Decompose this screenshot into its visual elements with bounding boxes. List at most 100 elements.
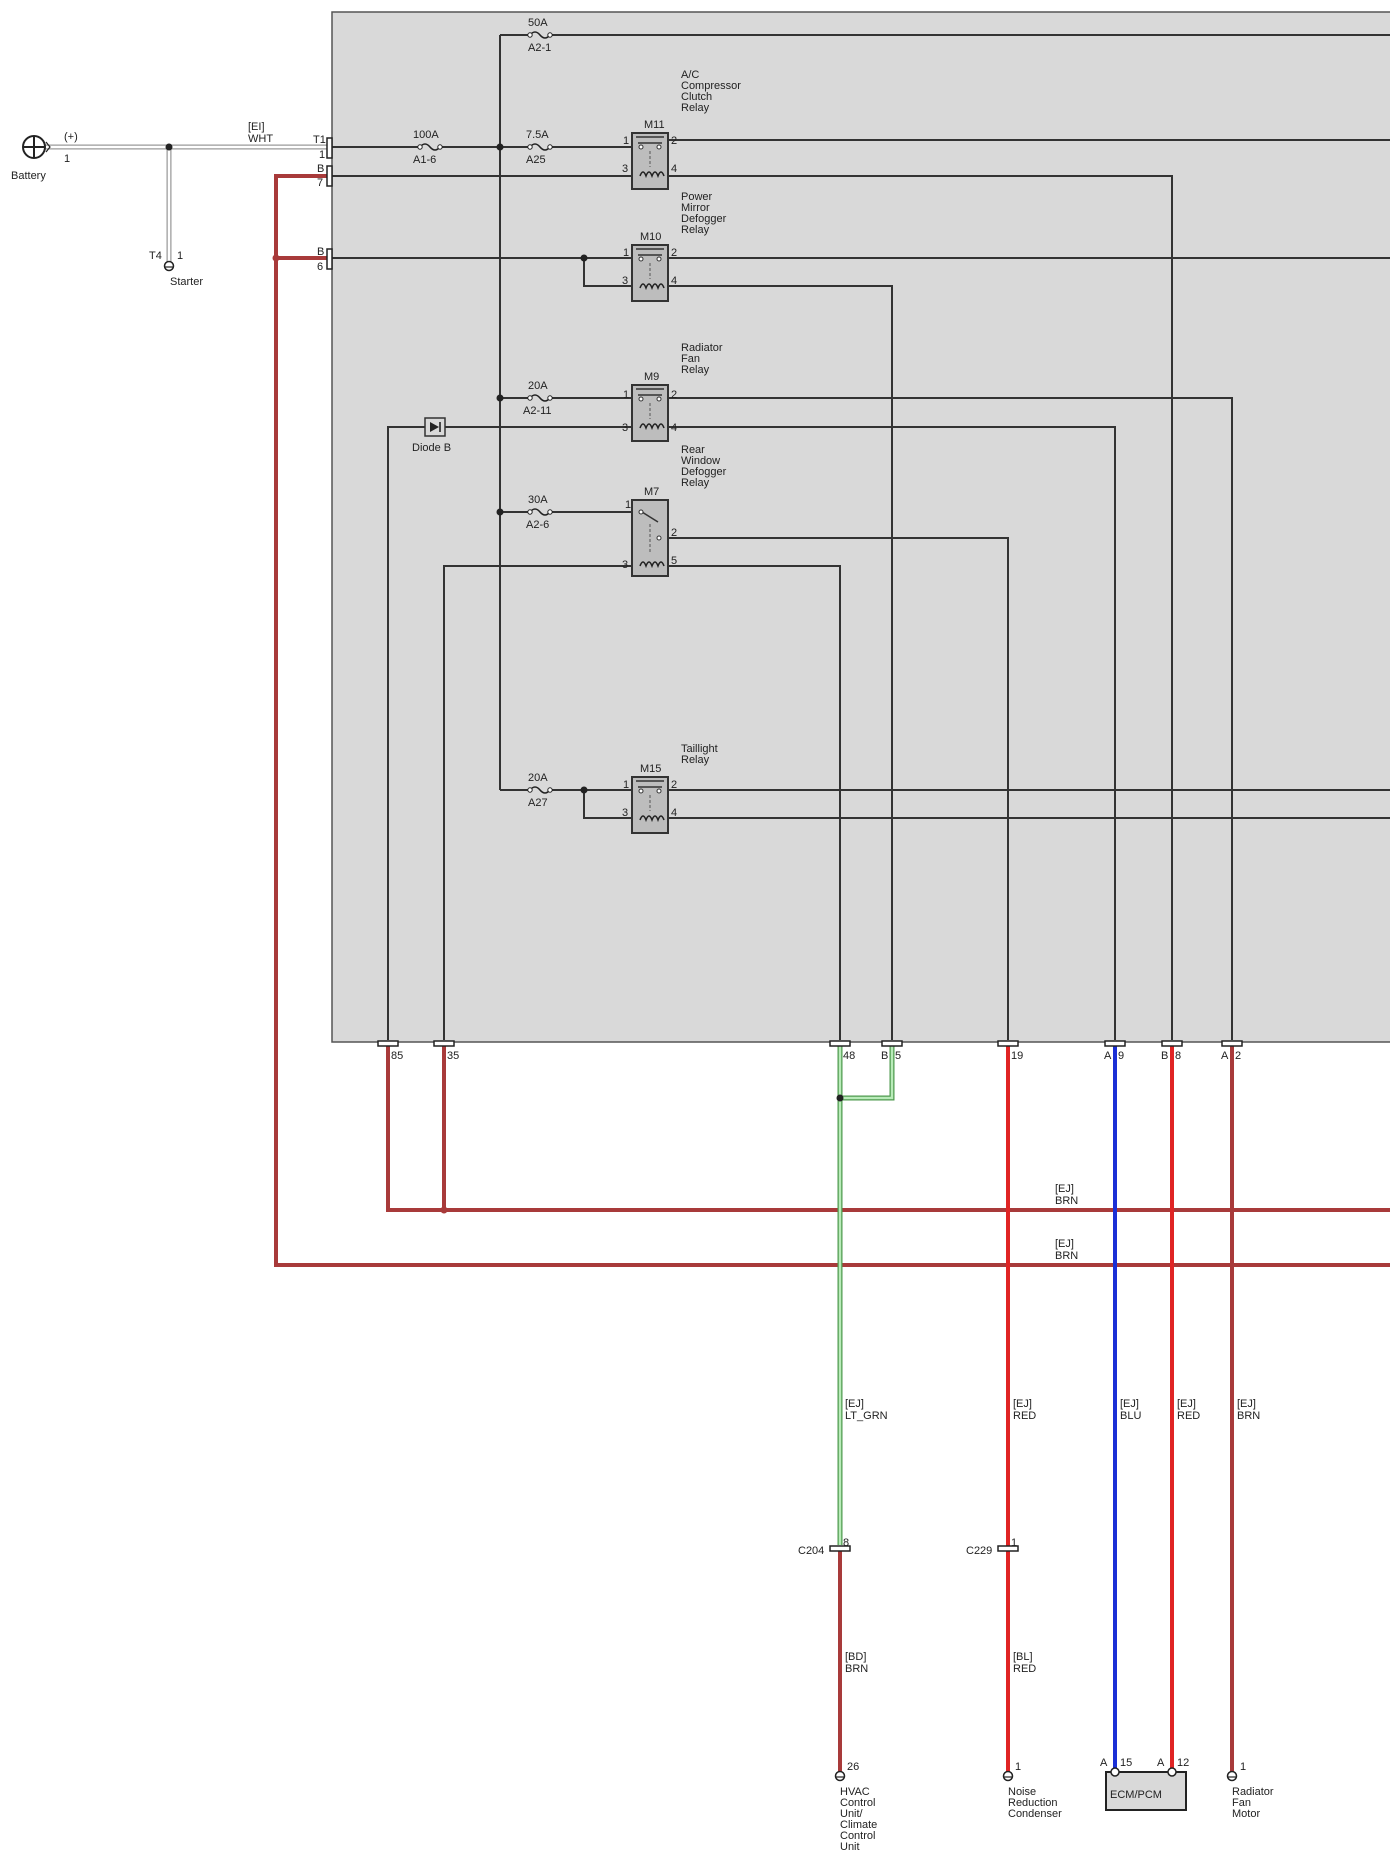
relay-id: M11 [644,119,665,131]
relay-pin: 5 [671,555,677,567]
relay-m9[interactable]: M9 1 2 3 4 [622,371,677,442]
fuse-rating: 20A [528,380,548,392]
svg-text:[EJ]: [EJ] [1237,1398,1256,1410]
pin-5: 5 [895,1050,901,1062]
diode-label: Diode B [412,442,451,454]
component-pin: 1 [1240,1761,1246,1773]
svg-text:[EJ]: [EJ] [1120,1398,1139,1410]
svg-text:A/C: A/C [681,69,699,81]
relay-id: M15 [640,763,661,775]
pin-48: 48 [843,1050,855,1062]
svg-text:RED: RED [1177,1410,1200,1422]
svg-text:Reduction: Reduction [1008,1797,1058,1809]
svg-text:Window: Window [681,455,720,467]
svg-text:Control: Control [840,1797,875,1809]
junction-dot [272,254,280,262]
svg-text:6: 6 [317,261,323,273]
svg-text:T1: T1 [313,134,326,146]
relay-pin: 1 [623,247,629,259]
connector-c204[interactable]: C204 8 [798,1537,851,1557]
svg-text:BRN: BRN [1055,1250,1078,1262]
relay-id: M10 [640,231,661,243]
svg-text:[EJ]: [EJ] [845,1398,864,1410]
relay-m15[interactable]: M15 1 2 3 4 [622,763,677,834]
svg-text:[BD]: [BD] [845,1651,866,1663]
svg-text:12: 12 [1177,1757,1189,1769]
pin-a-9-letter: A [1104,1050,1112,1062]
wire-brn-85[interactable] [386,1045,1390,1212]
svg-text:Defogger: Defogger [681,213,727,225]
harness-labels: [EJ] BRN [EJ] BRN [EJ] LT_GRN [EJ] RED [… [845,1183,1260,1675]
svg-text:15: 15 [1120,1757,1132,1769]
svg-text:Relay: Relay [681,102,710,114]
svg-text:7: 7 [317,177,323,189]
svg-text:Taillight: Taillight [681,743,718,755]
svg-text:Motor: Motor [1232,1808,1260,1820]
ecm-label: ECM/PCM [1110,1789,1162,1801]
svg-text:Noise: Noise [1008,1786,1036,1798]
svg-text:Compressor: Compressor [681,80,741,92]
external-wires [44,144,1390,1772]
connector-c229[interactable]: C229 1 [966,1537,1019,1557]
starter[interactable]: T4 1 Starter [149,250,203,288]
relay-pin: 3 [622,807,628,819]
internal-wires [332,34,1390,1040]
svg-text:Unit: Unit [840,1841,860,1853]
svg-text:BRN: BRN [845,1663,868,1675]
fuse-20a-a2-11[interactable]: 20A A2-11 [523,380,553,417]
relay-m15-name: Taillight Relay [681,743,718,766]
radiator-fan-motor[interactable]: 1 Radiator Fan Motor [1226,1761,1274,1820]
fuse-id: A2-6 [526,519,549,531]
battery-label: Battery [11,170,46,182]
relay-m10-name: Power Mirror Defogger Relay [681,191,727,236]
svg-text:[BL]: [BL] [1013,1651,1033,1663]
box-pin-t1[interactable]: T1 1 [313,134,333,161]
svg-text:BLU: BLU [1120,1410,1141,1422]
fuse-rating: 50A [528,17,548,29]
relay-pin: 2 [671,527,677,539]
box-pin-b6[interactable]: B 6 [317,246,333,273]
relay-pin: 2 [671,389,677,401]
relay-pin: 3 [622,559,628,571]
svg-text:RED: RED [1013,1410,1036,1422]
fuse-20a-a27[interactable]: 20A A27 [527,772,553,809]
fuse-rating: 20A [528,772,548,784]
fuse-30a[interactable]: 30A A2-6 [526,494,553,531]
svg-text:Mirror: Mirror [681,202,710,214]
diode-b[interactable]: Diode B [412,417,451,454]
fuse-rating: 7.5A [526,129,549,141]
relay-id: M9 [644,371,659,383]
relay-m10[interactable]: M10 1 2 3 4 [622,231,677,302]
fuse-100a[interactable]: 100A A1-6 [413,129,443,166]
svg-text:[EJ]: [EJ] [1055,1238,1074,1250]
battery[interactable]: Battery (+) 1 [11,131,78,182]
box-pin-b7[interactable]: B 7 [317,163,333,189]
relay-pin: 2 [671,779,677,791]
fuse-7-5a[interactable]: 7.5A A25 [526,129,553,166]
svg-text:RED: RED [1013,1663,1036,1675]
pin-a-2-letter: A [1221,1050,1229,1062]
pin-b: B [881,1050,888,1062]
svg-text:Clutch: Clutch [681,91,712,103]
relay-pin: 4 [671,422,677,434]
svg-text:LT_GRN: LT_GRN [845,1410,888,1422]
wire-brn-b7-loop[interactable] [274,174,1390,1267]
fuse-50a[interactable]: 50A A2-1 [527,17,553,54]
ecm-pcm[interactable]: ECM/PCM A 15 A 12 [1100,1757,1189,1811]
relay-pin: 4 [671,163,677,175]
internal-junctions [496,143,588,794]
svg-text:Fan: Fan [681,353,700,365]
relay-m7-name: Rear Window Defogger Relay [681,444,727,489]
relay-m9-name: Radiator Fan Relay [681,342,723,376]
noise-reduction-condenser[interactable]: 1 Noise Reduction Condenser [1002,1761,1063,1820]
relay-m7[interactable]: M7 1 2 3 5 [622,486,677,577]
hvac-control-unit[interactable]: 26 HVAC Control Unit/ Climate Control Un… [834,1761,878,1853]
svg-text:Relay: Relay [681,477,710,489]
junction-dot [165,143,173,151]
relay-pin: 4 [671,807,677,819]
relay-pin: 1 [625,499,631,511]
relay-m11[interactable]: M11 1 2 3 4 [622,119,677,190]
fuse-rating: 100A [413,129,439,141]
svg-text:A: A [1100,1757,1108,1769]
relay-pin: 2 [671,247,677,259]
